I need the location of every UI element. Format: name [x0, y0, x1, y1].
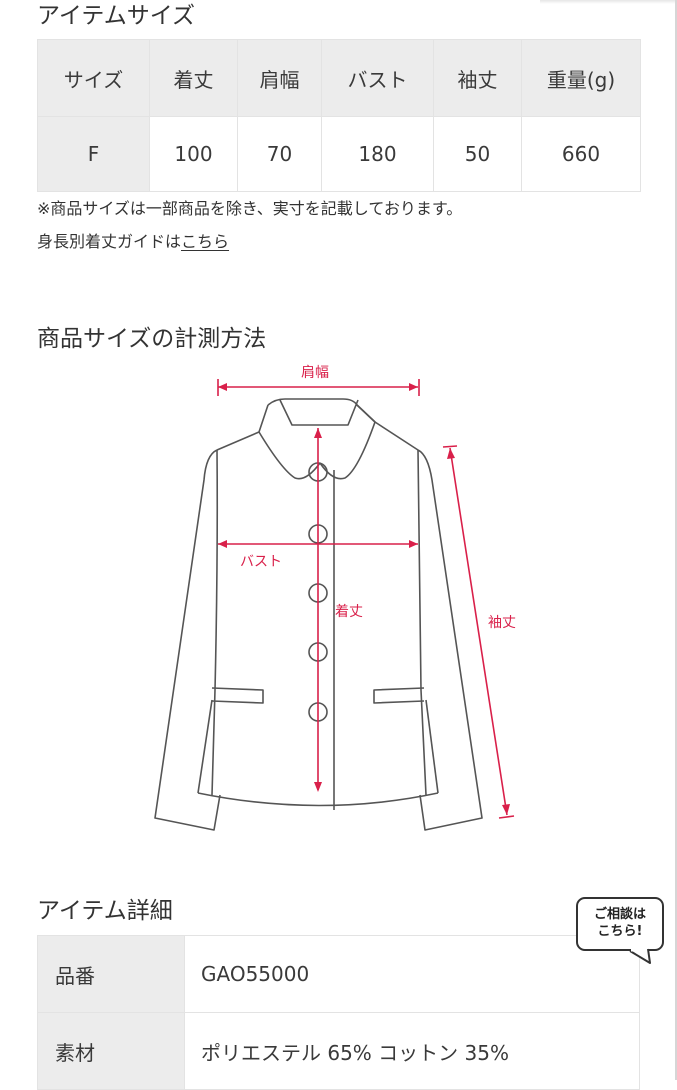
consult-chat-button[interactable]: ご相談は こちら!	[576, 897, 664, 951]
table-row: F 100 70 180 50 660	[37, 116, 641, 192]
column-header-bust: バスト	[321, 39, 434, 117]
shoulder-label: 肩幅	[301, 365, 329, 381]
weight-value: 660	[521, 116, 641, 192]
detail-value-sku: GAO55000	[184, 935, 640, 1013]
column-header-weight: 重量(g)	[521, 39, 641, 117]
length-value: 100	[149, 116, 238, 192]
size-section-title: アイテムサイズ	[37, 3, 196, 29]
sleeve-value: 50	[433, 116, 522, 192]
detail-section-title: アイテム詳細	[37, 898, 173, 924]
shoulder-value: 70	[237, 116, 322, 192]
bust-label: バスト	[240, 554, 282, 570]
sleeve-label: 袖丈	[488, 615, 516, 631]
header-shadow	[540, 0, 675, 4]
jacket-measurement-diagram: 肩幅 バスト 着丈 袖丈	[154, 365, 516, 831]
length-label: 着丈	[335, 604, 363, 620]
column-header-sleeve: 袖丈	[433, 39, 522, 117]
detail-label-sku: 品番	[37, 935, 185, 1013]
scrollbar-track[interactable]	[675, 0, 677, 1080]
table-row: 素材 ポリエステル 65% コットン 35%	[37, 1012, 640, 1090]
length-guide-link[interactable]: こちら	[181, 232, 230, 251]
measure-section-title: 商品サイズの計測方法	[37, 326, 267, 352]
detail-table: 品番 GAO55000 素材 ポリエステル 65% コットン 35%	[37, 935, 640, 1090]
consult-line2: こちら!	[597, 924, 643, 939]
speech-bubble-tail-icon	[629, 948, 651, 964]
length-guide: 身長別着丈ガイドはこちら	[37, 234, 229, 250]
size-note: ※商品サイズは一部商品を除き、実寸を記載しております。	[37, 199, 463, 218]
consult-line1: ご相談は	[593, 907, 646, 923]
column-header-shoulder: 肩幅	[237, 39, 322, 117]
detail-label-material: 素材	[37, 1012, 185, 1090]
table-row: 品番 GAO55000	[37, 935, 640, 1013]
measurement-arrows-icon	[217, 379, 515, 819]
size-table: サイズ 着丈 肩幅 バスト 袖丈 重量(g) F 100 70 180 50 6…	[37, 39, 641, 192]
column-header-size: サイズ	[37, 39, 150, 117]
bust-value: 180	[321, 116, 434, 192]
size-table-header-row: サイズ 着丈 肩幅 バスト 袖丈 重量(g)	[37, 39, 641, 117]
column-header-length: 着丈	[149, 39, 238, 117]
length-guide-text: 身長別着丈ガイドは	[37, 232, 182, 251]
size-value: F	[37, 116, 150, 192]
detail-value-material: ポリエステル 65% コットン 35%	[184, 1012, 640, 1090]
